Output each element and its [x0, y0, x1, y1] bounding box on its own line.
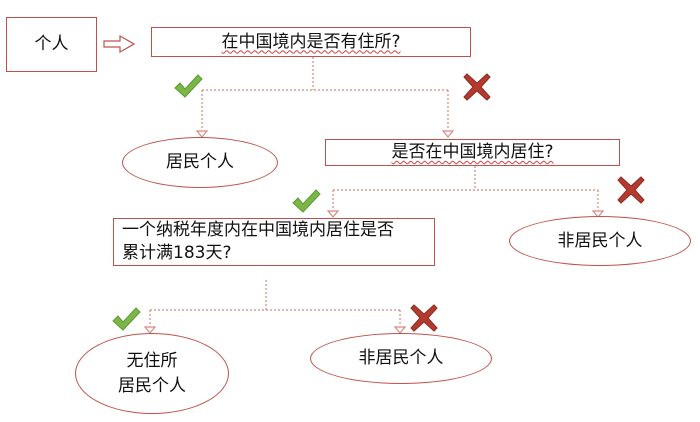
- node-question-183-days: 一个纳税年度内在中国境内居住是否 累计满183天?: [113, 218, 435, 266]
- node-individual: 个人: [6, 17, 97, 72]
- check-mark-icon: [174, 74, 203, 98]
- no-domicile-line1: 无住所: [126, 350, 178, 371]
- node-question-residence: 是否在中国境内居住?: [325, 139, 620, 166]
- node-no-domicile-resident: 无住所 居民个人: [75, 333, 229, 414]
- question-183-days-line2: 累计满183天?: [122, 243, 232, 263]
- node-question-domicile: 在中国境内是否有住所?: [151, 27, 471, 57]
- node-nonresident-top: 非居民个人: [509, 216, 691, 266]
- question-domicile-label: 在中国境内是否有住所?: [221, 31, 401, 52]
- question-183-days-line1: 一个纳税年度内在中国境内居住是否: [122, 220, 394, 241]
- no-domicile-line2: 居民个人: [118, 375, 186, 396]
- cross-mark-icon: [617, 176, 645, 204]
- node-nonresident-bottom: 非居民个人: [310, 333, 492, 384]
- question-residence-label: 是否在中国境内居住?: [391, 142, 554, 163]
- check-mark-icon: [292, 189, 321, 213]
- right-arrow-icon: [103, 34, 136, 54]
- nonresident-bottom-label: 非居民个人: [358, 348, 444, 369]
- cross-mark-icon: [410, 304, 438, 332]
- node-resident: 居民个人: [122, 137, 278, 188]
- check-mark-icon: [112, 307, 141, 331]
- cross-mark-icon: [463, 73, 491, 101]
- resident-label: 居民个人: [166, 152, 234, 173]
- nonresident-top-label: 非居民个人: [557, 230, 643, 251]
- node-individual-label: 个人: [34, 34, 69, 55]
